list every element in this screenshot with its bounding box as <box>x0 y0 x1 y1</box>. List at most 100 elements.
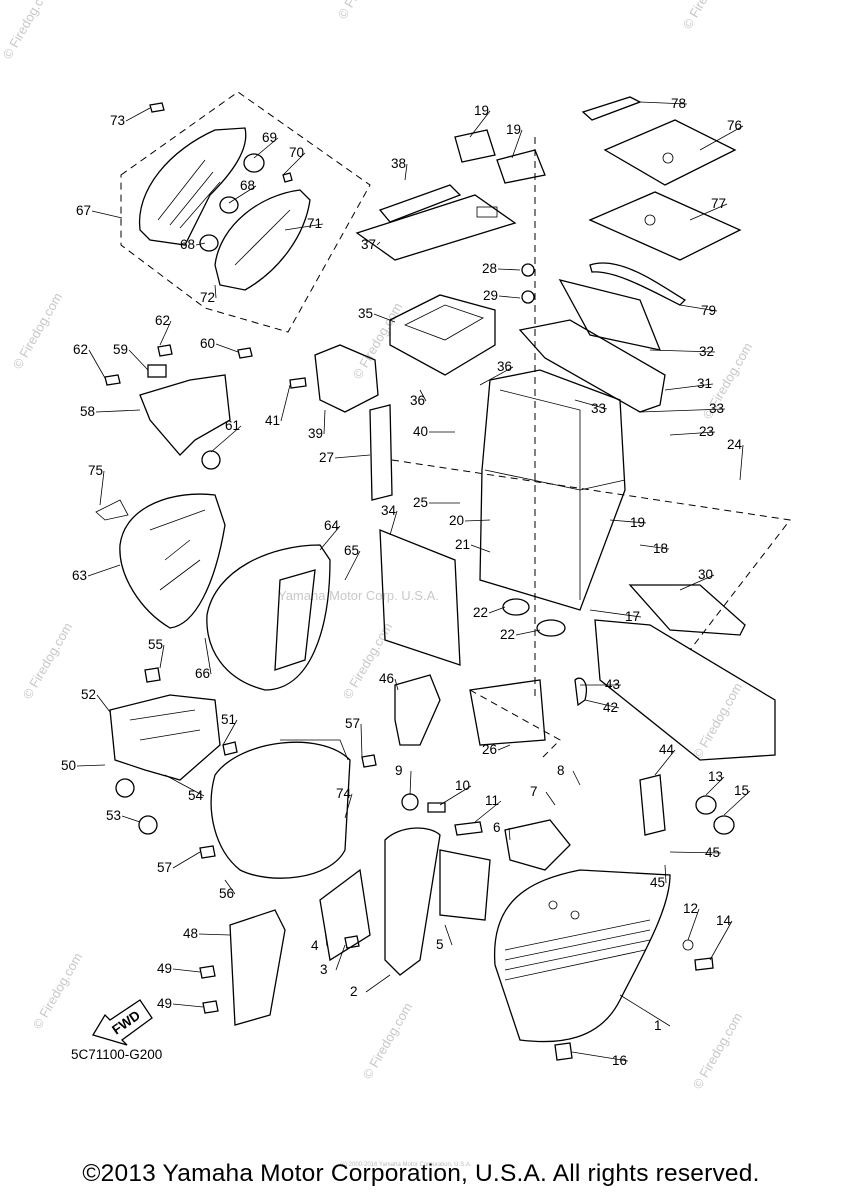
leader-line-20 <box>464 519 491 522</box>
battery-tray-frame <box>369 294 626 666</box>
part-label-56: 56 <box>219 886 234 901</box>
leader-line-42 <box>584 699 620 709</box>
leader-line-49 <box>172 1003 204 1008</box>
leader-line-53 <box>121 815 141 823</box>
leader-line-17 <box>589 609 642 618</box>
part-label-62: 62 <box>155 313 170 328</box>
part-labels: 7369706871676872191978387677372829793532… <box>61 96 749 1068</box>
part-label-1: 1 <box>654 1018 662 1033</box>
leader-line-4 <box>324 929 328 947</box>
part-label-57: 57 <box>345 716 360 731</box>
part-label-24: 24 <box>727 437 743 452</box>
faint-credit: (c) 2000-2016 Yamaha Motor Corporation, … <box>340 1162 472 1168</box>
part-label-50: 50 <box>61 758 76 773</box>
leader-line-46 <box>394 678 399 691</box>
part-label-69: 69 <box>262 130 277 145</box>
leader-line-18 <box>639 544 670 550</box>
part-label-63: 63 <box>72 568 87 583</box>
leader-line-65 <box>344 550 361 581</box>
part-label-72: 72 <box>200 290 215 305</box>
leader-line-22 <box>515 629 541 636</box>
leader-line-45 <box>664 864 667 884</box>
part-label-20: 20 <box>449 513 464 528</box>
firedog-watermark: © Firedog.com <box>680 0 736 32</box>
part-label-42: 42 <box>603 700 618 715</box>
part-label-4: 4 <box>311 938 319 953</box>
part-label-55: 55 <box>148 637 163 652</box>
part-label-41: 41 <box>265 413 280 428</box>
part-label-29: 29 <box>483 288 498 303</box>
leader-line-2 <box>365 974 391 993</box>
leader-line-21 <box>470 544 491 553</box>
leader-line-36 <box>419 389 427 402</box>
part-label-2: 2 <box>350 984 358 999</box>
part-label-25: 25 <box>413 495 428 510</box>
part-label-21: 21 <box>455 537 470 552</box>
leader-line-24 <box>739 444 744 481</box>
part-label-43: 43 <box>605 677 620 692</box>
firedog-watermark: © Firedog.com <box>20 620 76 702</box>
leader-line-73 <box>125 107 151 122</box>
leader-line-14 <box>709 920 733 961</box>
part-label-75: 75 <box>88 463 103 478</box>
part-label-49: 49 <box>157 961 172 976</box>
leader-line-3 <box>335 944 346 971</box>
leader-line-68 <box>228 185 257 204</box>
part-label-11: 11 <box>485 793 499 808</box>
part-label-49: 49 <box>157 996 172 1011</box>
part-label-66: 66 <box>195 666 210 681</box>
part-label-38: 38 <box>391 156 406 171</box>
part-label-45: 45 <box>705 845 720 860</box>
leader-line-37 <box>376 241 381 246</box>
leader-line-48 <box>198 933 231 936</box>
part-label-16: 16 <box>612 1053 627 1068</box>
leader-line-67 <box>91 210 123 219</box>
leader-line-35 <box>373 313 396 323</box>
part-label-61: 61 <box>225 418 240 433</box>
leader-line-8 <box>572 770 581 786</box>
part-label-79: 79 <box>701 303 716 318</box>
leader-line-28 <box>497 268 521 271</box>
part-label-78: 78 <box>671 96 686 111</box>
firedog-watermark: © Firedog.com <box>30 950 86 1032</box>
part-label-60: 60 <box>200 336 215 351</box>
part-label-22: 22 <box>500 627 515 642</box>
leader-line-52 <box>96 694 111 713</box>
leader-line-27 <box>334 454 371 459</box>
lower-side-cover <box>319 774 735 1061</box>
leader-line-7 <box>545 791 556 806</box>
leader-line-44 <box>654 749 676 776</box>
leader-line-1 <box>619 994 671 1027</box>
part-label-13: 13 <box>708 769 723 784</box>
top-right-panels <box>581 96 742 306</box>
part-label-57: 57 <box>157 860 172 875</box>
part-label-51: 51 <box>221 712 236 727</box>
part-label-45: 45 <box>650 875 665 890</box>
watermark-layer: © Firedog.com © Firedog.com © Firedog.com ©… <box>0 0 755 1092</box>
part-label-76: 76 <box>727 118 742 133</box>
part-label-37: 37 <box>361 237 376 252</box>
firedog-watermark: © Firedog.com <box>360 1000 416 1082</box>
part-label-44: 44 <box>659 742 675 757</box>
part-label-67: 67 <box>76 203 91 218</box>
part-label-39: 39 <box>308 426 323 441</box>
firedog-watermark: © Firedog.com <box>690 1010 746 1092</box>
leader-line-6 <box>508 827 511 841</box>
leader-line-77 <box>689 203 728 221</box>
part-label-3: 3 <box>320 962 328 977</box>
part-label-35: 35 <box>358 306 373 321</box>
firedog-watermark: © Firedog.com <box>335 0 391 22</box>
leader-line-63 <box>87 564 121 577</box>
leader-line-39 <box>323 409 326 435</box>
leader-line-16 <box>571 1051 629 1062</box>
part-label-7: 7 <box>530 784 538 799</box>
part-label-14: 14 <box>716 913 732 928</box>
leader-line-34 <box>389 510 398 536</box>
yamaha-watermark: Yamaha Motor Corp. U.S.A. <box>278 588 439 603</box>
part-label-46: 46 <box>379 671 394 686</box>
part-label-58: 58 <box>80 404 95 419</box>
leader-line-31 <box>664 383 714 391</box>
leader-line-30 <box>679 574 715 591</box>
part-label-31: 31 <box>697 376 712 391</box>
part-label-70: 70 <box>289 145 304 160</box>
